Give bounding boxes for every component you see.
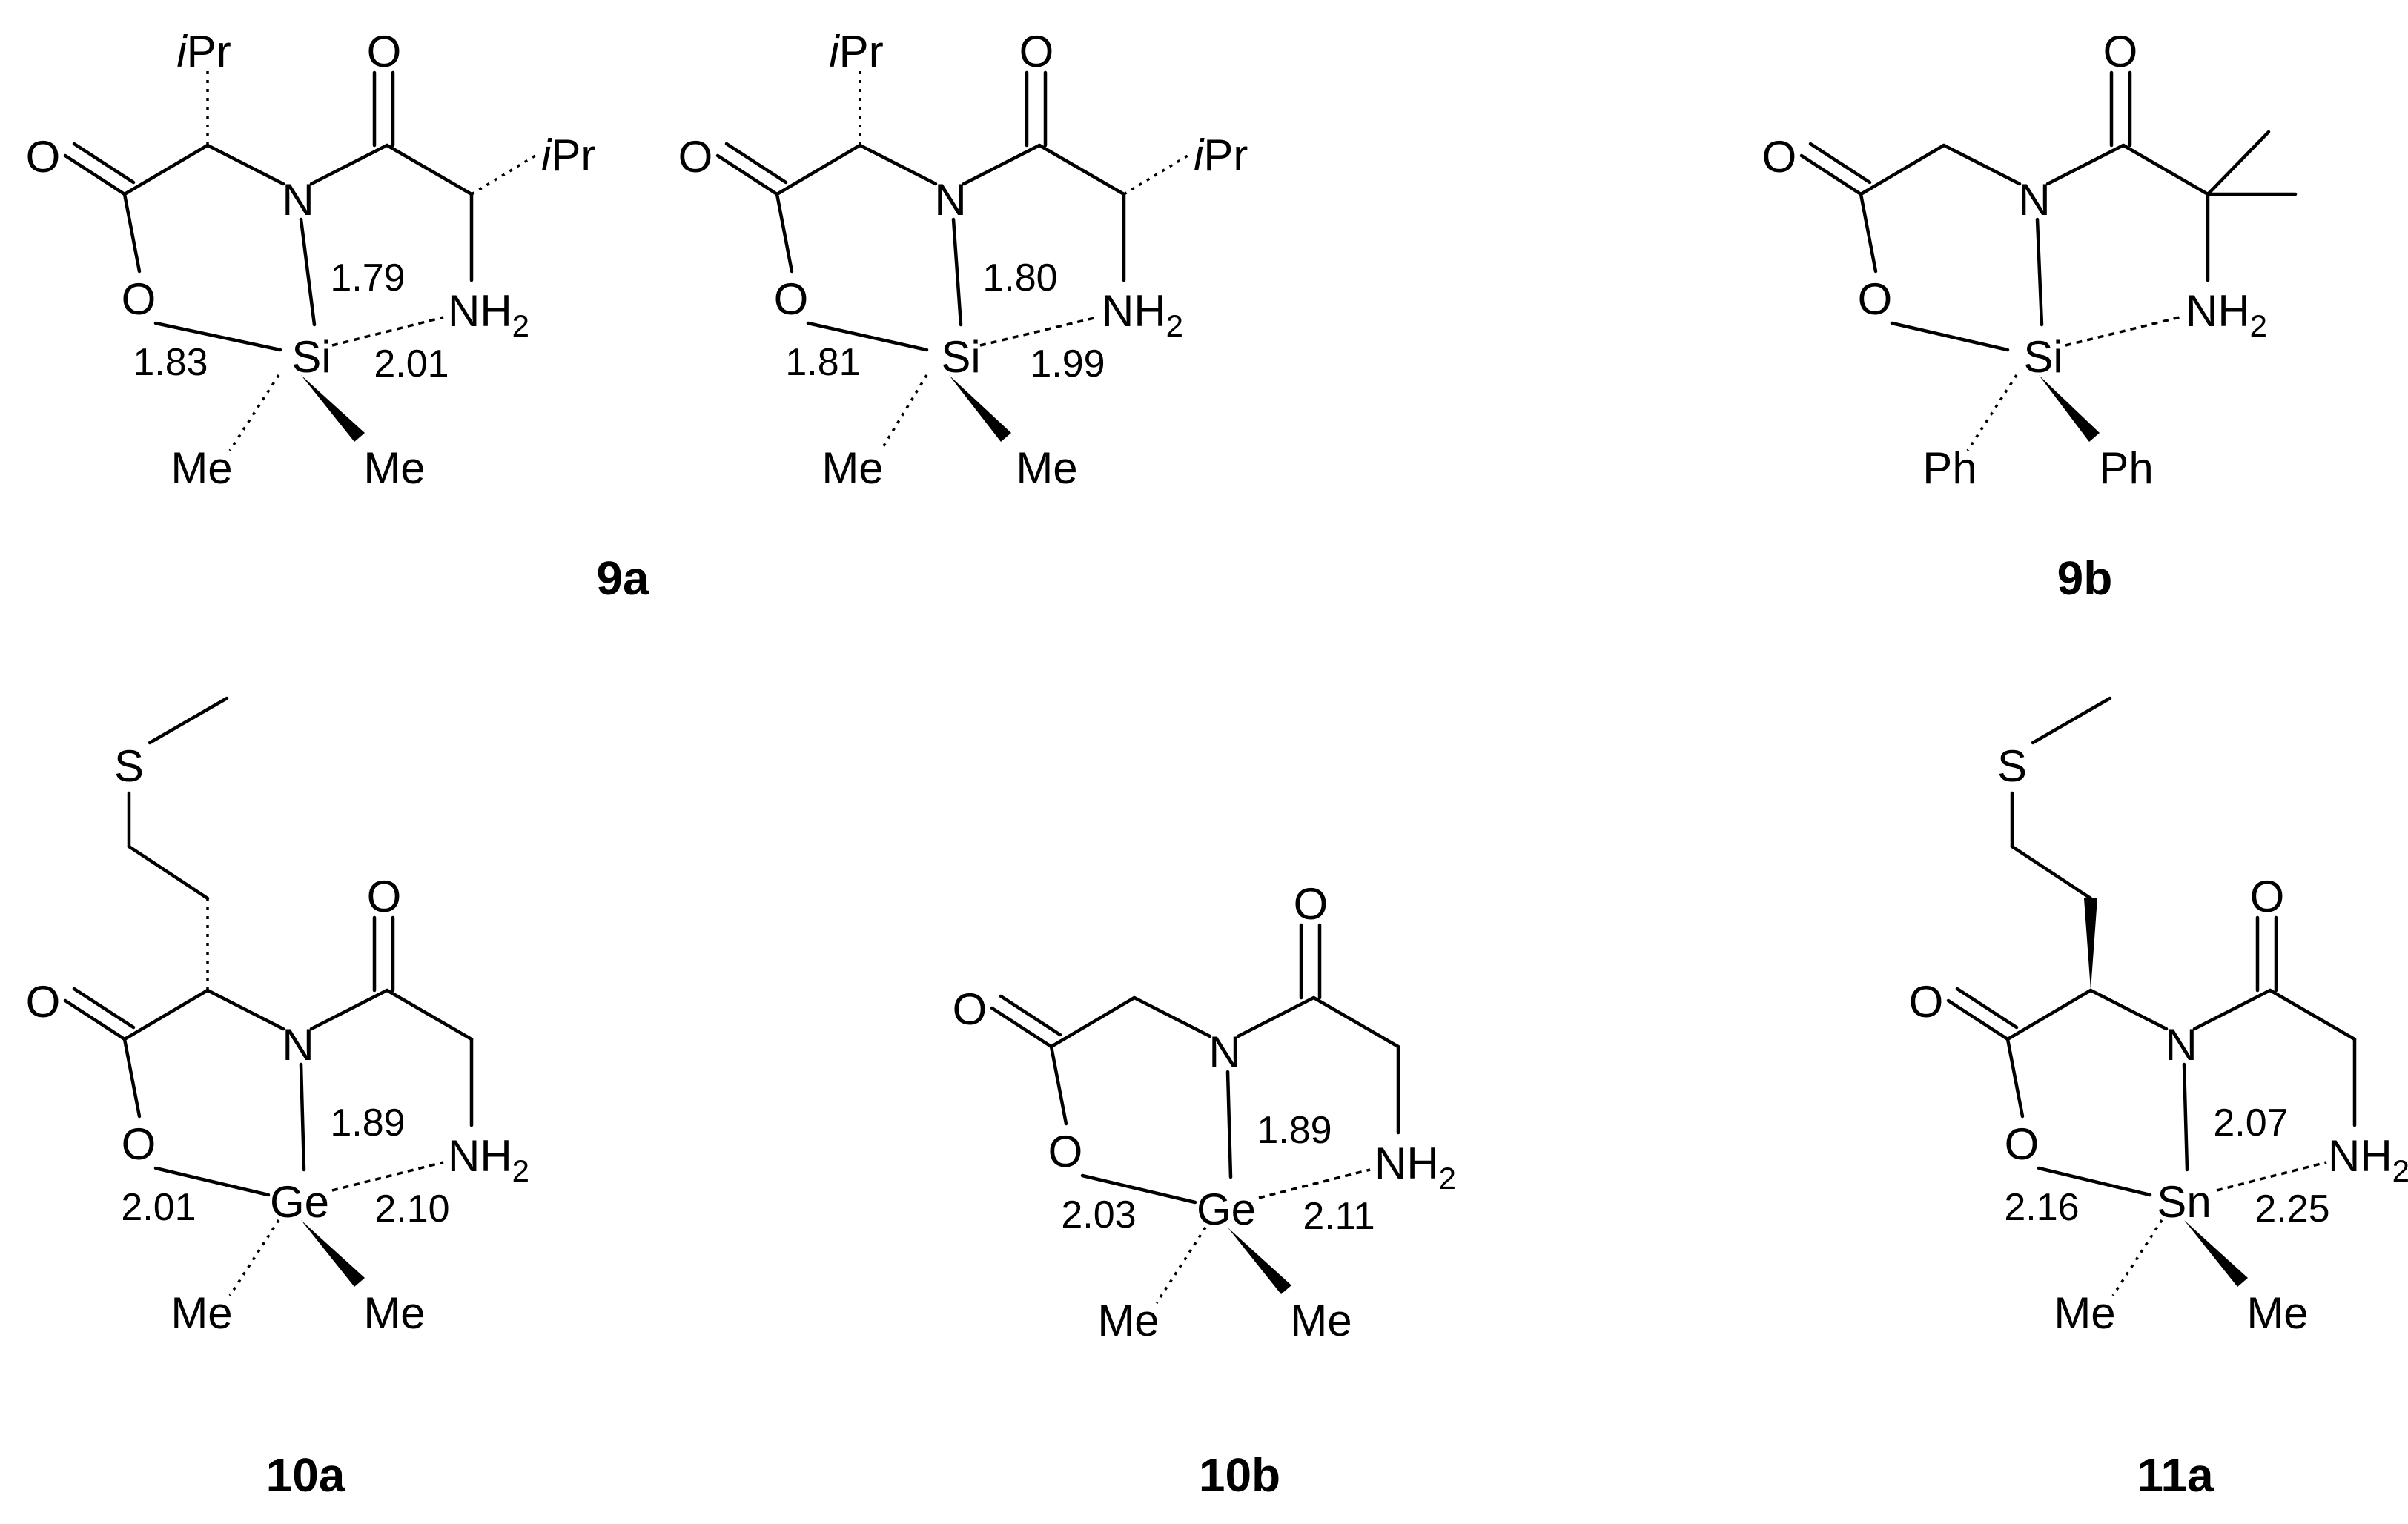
molecule-11a-distance-n-center: 2.07	[2213, 1101, 2288, 1144]
caption-11a: 11a	[2137, 1448, 2214, 1502]
molecule-11a-substituent-right-label: Me	[2246, 1288, 2308, 1338]
molecule-9a-right-carbonyl-o-label: O	[678, 132, 713, 182]
molecule-9a-left-distance-n-center: 1.79	[330, 256, 405, 299]
molecule-10a-bonds	[63, 696, 474, 1296]
molecule-11a-n-label: N	[2165, 1020, 2197, 1070]
molecule-9b-amide-o-label: O	[2103, 27, 2138, 76]
molecule-10b-distance-n-center: 1.89	[1257, 1109, 1332, 1152]
molecule-11a-amine-label: NH2	[2328, 1131, 2408, 1188]
caption-9b: 9b	[2057, 551, 2113, 605]
molecule-9a-right-substituent-left-label: Me	[821, 443, 883, 493]
molecule-10b-distance-o-center: 2.03	[1061, 1193, 1136, 1236]
molecule-9a-right-substituent-right-label: Me	[1016, 443, 1077, 493]
molecule-9a-right-center-atom-label: Si	[941, 332, 980, 382]
molecule-9b-bonds	[1799, 70, 2298, 451]
molecule-9b: O O N O NH2 Si Ph Ph	[1762, 27, 2298, 493]
molecule-9b-amine-label: NH2	[2186, 286, 2267, 343]
molecule-9b-center-atom-label: Si	[2023, 332, 2063, 382]
molecule-10b-carbonyl-o-label: O	[953, 984, 988, 1034]
molecule-10a-carbonyl-o-label: O	[26, 977, 61, 1027]
molecule-10b: O O N O NH2 Ge Me Me 1.89 2.03 2.11	[953, 879, 1456, 1345]
molecule-9a-right-distance-nh2-center: 1.99	[1030, 342, 1105, 385]
molecule-9b-substituent-left-label: Ph	[1922, 443, 1977, 493]
molecule-11a-distance-o-center: 2.16	[2004, 1186, 2079, 1229]
molecule-10a-distance-nh2-center: 2.10	[374, 1187, 449, 1230]
molecule-10a-substituent-left-label: Me	[171, 1288, 232, 1338]
molecule-11a-amide-o-label: O	[2250, 872, 2285, 921]
molecule-9a-right: O O N O iPr iPr NH2 Si Me Me 1.80 1.81 1…	[678, 27, 1248, 493]
molecule-10b-amide-o-label: O	[1294, 879, 1329, 929]
molecule-9a-left-amide-o-label: O	[367, 27, 402, 76]
molecule-9a-right-amine-label: NH2	[1102, 286, 1183, 343]
molecule-10a-center-atom-label: Ge	[270, 1177, 329, 1227]
caption-10b: 10b	[1199, 1448, 1280, 1502]
molecule-9a-right-distance-o-center: 1.81	[785, 341, 860, 384]
molecule-10a-ring-o-label: O	[122, 1119, 156, 1169]
molecule-11a: O O N O S NH2 Sn Me Me 2.07 2.16 2.25	[1909, 696, 2408, 1338]
molecule-10b-bonds	[990, 923, 1400, 1304]
molecule-10a: O O N O S NH2 Ge Me Me 1.89 2.01 2.10	[26, 696, 529, 1338]
molecule-11a-center-atom-label: Sn	[2157, 1177, 2211, 1227]
molecule-9b-carbonyl-o-label: O	[1762, 132, 1797, 182]
molecule-10b-substituent-left-label: Me	[1097, 1296, 1159, 1345]
molecule-9a-right-bonds	[715, 70, 1188, 451]
molecule-10b-amine-label: NH2	[1375, 1139, 1456, 1196]
caption-10a: 10a	[266, 1448, 345, 1502]
molecule-9a-right-n-label: N	[934, 175, 966, 225]
molecule-10a-sulfur-label: S	[114, 741, 144, 791]
caption-9a: 9a	[596, 551, 649, 605]
molecule-11a-ring-o-label: O	[2005, 1119, 2040, 1169]
molecule-11a-substituent-left-label: Me	[2054, 1288, 2115, 1338]
molecule-10a-distance-o-center: 2.01	[121, 1186, 196, 1229]
molecule-9b-n-label: N	[2018, 175, 2050, 225]
molecule-9b-substituent-right-label: Ph	[2099, 443, 2153, 493]
molecule-10b-substituent-right-label: Me	[1290, 1296, 1352, 1345]
molecule-9a-right-ring-o-label: O	[774, 274, 809, 324]
molecule-10a-substituent-right-label: Me	[363, 1288, 425, 1338]
molecule-9a-left-center-atom-label: Si	[291, 332, 331, 382]
molecule-11a-distance-nh2-center: 2.25	[2255, 1187, 2329, 1230]
molecule-11a-carbonyl-o-label: O	[1909, 977, 1944, 1027]
molecule-9a-left-substituent-left-label: Me	[171, 443, 232, 493]
molecule-10a-amide-o-label: O	[367, 872, 402, 921]
molecule-9a-left-n-label: N	[282, 175, 314, 225]
molecule-9a-left-bonds	[63, 70, 536, 451]
molecule-10b-ring-o-label: O	[1048, 1127, 1083, 1176]
molecule-9a-left-substituent-right-label: Me	[363, 443, 425, 493]
molecule-9a-left-side-chain-b-label: iPr	[541, 130, 595, 180]
molecule-9a-right-amide-o-label: O	[1019, 27, 1054, 76]
molecule-9a-left-side-chain-a-label: iPr	[176, 27, 231, 76]
molecule-10a-n-label: N	[282, 1020, 314, 1070]
molecule-9a-right-side-chain-a-label: iPr	[829, 27, 883, 76]
molecule-9a-right-distance-n-center: 1.80	[982, 256, 1057, 299]
molecule-9a-right-side-chain-b-label: iPr	[1194, 130, 1248, 180]
molecule-10b-center-atom-label: Ge	[1197, 1185, 1256, 1234]
molecule-9a-left-ring-o-label: O	[122, 274, 156, 324]
molecule-10b-distance-nh2-center: 2.11	[1303, 1195, 1375, 1238]
molecule-10b-n-label: N	[1208, 1027, 1240, 1077]
molecule-11a-bonds	[1946, 696, 2357, 1296]
molecule-10a-distance-n-center: 1.89	[330, 1101, 405, 1144]
molecule-11a-sulfur-label: S	[1997, 741, 2027, 791]
molecule-9a-left: O O N O iPr iPr NH2 Si Me Me 1.79 1.83 2…	[26, 27, 596, 493]
molecule-9a-left-amine-label: NH2	[448, 286, 529, 343]
molecule-9a-left-carbonyl-o-label: O	[26, 132, 61, 182]
molecule-9a-left-distance-nh2-center: 2.01	[374, 342, 449, 385]
molecule-9b-ring-o-label: O	[1858, 274, 1893, 324]
molecule-10a-amine-label: NH2	[448, 1131, 529, 1188]
molecule-9a-left-distance-o-center: 1.83	[133, 341, 208, 384]
